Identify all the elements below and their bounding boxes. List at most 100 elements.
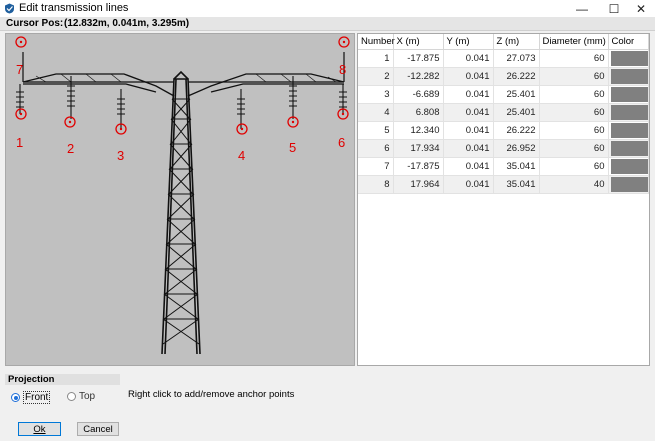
radio-selected-icon[interactable] xyxy=(11,393,20,402)
anchor-marker-8[interactable] xyxy=(338,36,350,48)
cell-color[interactable] xyxy=(608,103,649,122)
cell-color[interactable] xyxy=(608,67,649,86)
cell-number[interactable]: 2 xyxy=(358,67,394,86)
table-row[interactable]: 5 12.340 0.041 26.222 60 xyxy=(358,121,649,140)
cell-y[interactable]: 0.041 xyxy=(443,175,494,194)
close-icon: ✕ xyxy=(635,1,647,16)
color-swatch[interactable] xyxy=(610,86,648,102)
cell-number[interactable]: 1 xyxy=(358,49,394,68)
line-label-8: 8 xyxy=(339,62,346,77)
title-bar: Edit transmission lines — ☐ ✕ xyxy=(0,0,655,17)
cell-x[interactable]: -12.282 xyxy=(393,67,444,86)
cell-z[interactable]: 26.952 xyxy=(493,139,540,158)
cell-diameter[interactable]: 40 xyxy=(539,175,609,194)
color-swatch[interactable] xyxy=(610,50,648,66)
cell-color[interactable] xyxy=(608,85,649,104)
anchor-marker-4[interactable] xyxy=(236,123,248,135)
cell-y[interactable]: 0.041 xyxy=(443,67,494,86)
radio-unselected-icon[interactable] xyxy=(67,392,76,401)
cell-color[interactable] xyxy=(608,121,649,140)
cell-number[interactable]: 8 xyxy=(358,175,394,194)
cell-color[interactable] xyxy=(608,175,649,194)
table-row[interactable]: 6 17.934 0.041 26.952 60 xyxy=(358,139,649,158)
line-label-4: 4 xyxy=(238,148,245,163)
window-title: Edit transmission lines xyxy=(19,2,129,14)
table-row[interactable]: 4 6.808 0.041 25.401 60 xyxy=(358,103,649,122)
cell-number[interactable]: 3 xyxy=(358,85,394,104)
table-row[interactable]: 3 -6.689 0.041 25.401 60 xyxy=(358,85,649,104)
cell-x[interactable]: -17.875 xyxy=(393,157,444,176)
cell-number[interactable]: 6 xyxy=(358,139,394,158)
cell-z[interactable]: 25.401 xyxy=(493,85,540,104)
cell-diameter[interactable]: 60 xyxy=(539,67,609,86)
cell-x[interactable]: -17.875 xyxy=(393,49,444,68)
cell-color[interactable] xyxy=(608,49,649,68)
color-swatch[interactable] xyxy=(610,158,648,174)
ok-button[interactable]: Ok xyxy=(18,422,61,436)
cell-y[interactable]: 0.041 xyxy=(443,139,494,158)
cell-diameter[interactable]: 60 xyxy=(539,49,609,68)
column-header-z[interactable]: Z (m) xyxy=(493,34,540,50)
table-row[interactable]: 7 -17.875 0.041 35.041 60 xyxy=(358,157,649,176)
tower-viewport[interactable]: 7 8 1 2 3 4 5 6 xyxy=(5,33,355,366)
close-button[interactable]: ✕ xyxy=(626,0,655,17)
line-label-6: 6 xyxy=(338,135,345,150)
anchor-marker-3[interactable] xyxy=(115,123,127,135)
cell-diameter[interactable]: 60 xyxy=(539,157,609,176)
cell-color[interactable] xyxy=(608,139,649,158)
cell-z[interactable]: 26.222 xyxy=(493,67,540,86)
table-row[interactable]: 2 -12.282 0.041 26.222 60 xyxy=(358,67,649,86)
column-header-color[interactable]: Color xyxy=(608,34,649,50)
cell-number[interactable]: 5 xyxy=(358,121,394,140)
earth-wire-peaks xyxy=(22,52,345,82)
anchor-marker-2[interactable] xyxy=(64,116,76,128)
projection-group: Projection Front Top xyxy=(5,374,120,407)
cell-diameter[interactable]: 60 xyxy=(539,121,609,140)
cell-y[interactable]: 0.041 xyxy=(443,49,494,68)
projection-top-radio[interactable]: Top xyxy=(67,391,95,402)
color-swatch[interactable] xyxy=(610,68,648,84)
cell-x[interactable]: 6.808 xyxy=(393,103,444,122)
cell-diameter[interactable]: 60 xyxy=(539,103,609,122)
cell-z[interactable]: 26.222 xyxy=(493,121,540,140)
cancel-button-label: Cancel xyxy=(83,423,113,435)
transmission-lines-table-panel[interactable]: Number X (m) Y (m) Z (m) Diameter (mm) C… xyxy=(357,33,650,366)
anchor-marker-5[interactable] xyxy=(287,116,299,128)
cell-z[interactable]: 35.041 xyxy=(493,175,540,194)
cell-number[interactable]: 7 xyxy=(358,157,394,176)
minimize-button[interactable]: — xyxy=(567,0,597,17)
column-header-number[interactable]: Number xyxy=(358,34,395,50)
color-swatch[interactable] xyxy=(610,176,648,192)
column-header-y[interactable]: Y (m) xyxy=(443,34,494,50)
cell-y[interactable]: 0.041 xyxy=(443,103,494,122)
cell-y[interactable]: 0.041 xyxy=(443,157,494,176)
table-row[interactable]: 8 17.964 0.041 35.041 40 xyxy=(358,175,649,194)
anchor-marker-1[interactable] xyxy=(15,108,27,120)
cell-diameter[interactable]: 60 xyxy=(539,139,609,158)
cancel-button[interactable]: Cancel xyxy=(77,422,119,436)
transmission-lines-table: Number X (m) Y (m) Z (m) Diameter (mm) C… xyxy=(358,34,649,194)
projection-front-radio[interactable]: Front xyxy=(11,391,51,404)
anchor-marker-6[interactable] xyxy=(337,108,349,120)
cell-x[interactable]: 12.340 xyxy=(393,121,444,140)
column-header-x[interactable]: X (m) xyxy=(393,34,444,50)
cell-x[interactable]: -6.689 xyxy=(393,85,444,104)
anchor-marker-7[interactable] xyxy=(15,36,27,48)
cell-x[interactable]: 17.934 xyxy=(393,139,444,158)
cell-y[interactable]: 0.041 xyxy=(443,85,494,104)
cell-y[interactable]: 0.041 xyxy=(443,121,494,140)
table-row[interactable]: 1 -17.875 0.041 27.073 60 xyxy=(358,49,649,68)
cell-z[interactable]: 27.073 xyxy=(493,49,540,68)
projection-top-label: Top xyxy=(79,391,96,402)
cell-color[interactable] xyxy=(608,157,649,176)
column-header-diameter[interactable]: Diameter (mm) xyxy=(539,34,609,50)
cell-number[interactable]: 4 xyxy=(358,103,394,122)
color-swatch[interactable] xyxy=(610,122,648,138)
cell-z[interactable]: 25.401 xyxy=(493,103,540,122)
cell-x[interactable]: 17.964 xyxy=(393,175,444,194)
color-swatch[interactable] xyxy=(610,140,648,156)
maximize-button[interactable]: ☐ xyxy=(599,0,629,17)
cell-diameter[interactable]: 60 xyxy=(539,85,609,104)
cell-z[interactable]: 35.041 xyxy=(493,157,540,176)
color-swatch[interactable] xyxy=(610,104,648,120)
